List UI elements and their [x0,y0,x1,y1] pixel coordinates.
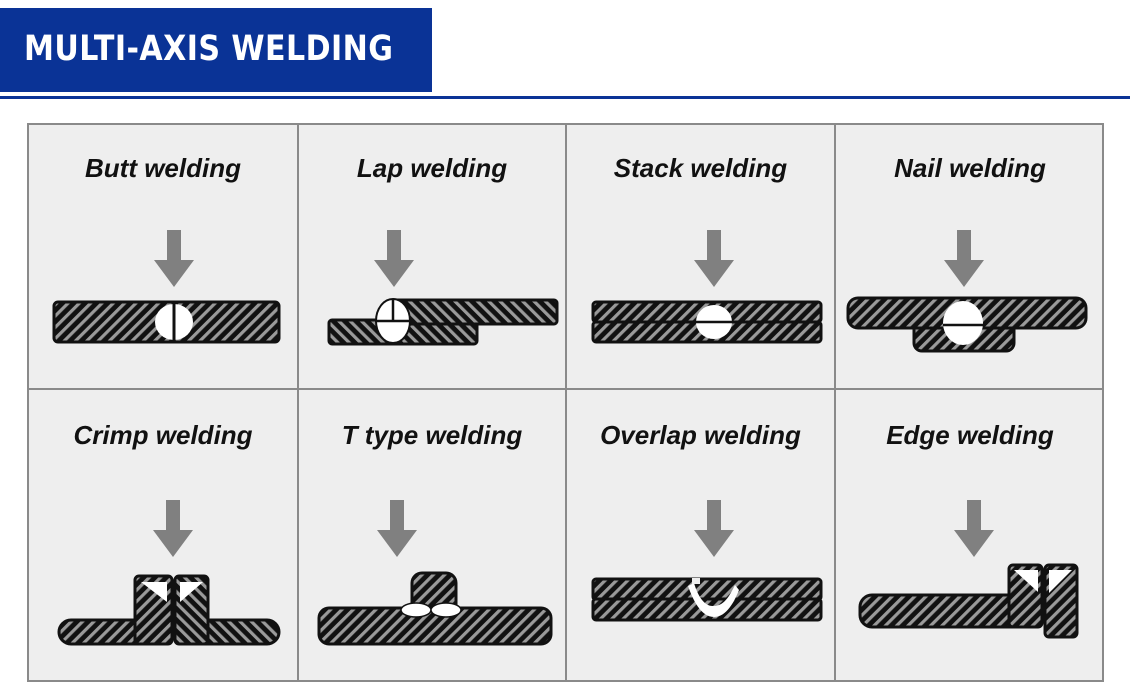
crimp-welding-figure [57,500,281,646]
cell-edge-welding: Edge welding [836,390,1104,682]
welding-types-grid: Butt welding Lap welding Stack welding N… [27,123,1104,682]
weld-notch [692,578,700,584]
cell-crimp-welding: Crimp welding [29,390,297,682]
cell-label: Stack welding [613,153,788,183]
down-arrow-icon [944,230,984,287]
weld-nugget [943,301,983,345]
weld-bead [400,602,432,618]
upper-plate [591,577,823,602]
grid-divider [297,125,299,680]
weld-gap [141,582,167,602]
t-type-welding-figure [317,500,553,646]
cell-lap-welding: Lap welding [299,125,565,388]
weld-gap [1014,570,1038,592]
page-title: MULTI-AXIS WELDING [24,29,394,69]
grid-divider [29,388,1102,390]
cell-label: Crimp welding [73,420,253,450]
upper-plate [387,298,559,326]
butt-welding-figure [52,230,281,344]
lap-welding-figure [327,230,559,346]
nail-welding-figure [846,230,1088,353]
overlap-welding-figure [591,500,823,622]
title-underline [0,96,1130,99]
cell-label: Lap welding [356,153,508,183]
down-arrow-icon [377,500,417,557]
cell-stack-welding: Stack welding [567,125,834,388]
weld-bead [430,602,462,618]
down-arrow-icon [154,230,194,287]
weld-gap [180,582,203,602]
down-arrow-icon [153,500,193,557]
cell-label: Nail welding [894,153,1046,183]
down-arrow-icon [954,500,994,557]
cell-nail-welding: Nail welding [836,125,1104,388]
weld-gap [1049,570,1072,593]
down-arrow-icon [694,500,734,557]
cell-t-type-welding: T type welding [299,390,565,682]
down-arrow-icon [694,230,734,287]
cell-label: Edge welding [886,420,1054,450]
grid-divider [834,125,836,680]
grid-divider [565,125,567,680]
title-banner: MULTI-AXIS WELDING [0,8,432,92]
cell-butt-welding: Butt welding [29,125,297,388]
edge-welding-figure [858,500,1079,639]
cell-label: Butt welding [85,153,241,183]
stack-welding-figure [591,230,823,344]
down-arrow-icon [374,230,414,287]
weld-seam [688,583,739,617]
cell-overlap-welding: Overlap welding [567,390,834,682]
cell-label: T type welding [341,420,523,450]
cell-label: Overlap welding [600,420,801,450]
